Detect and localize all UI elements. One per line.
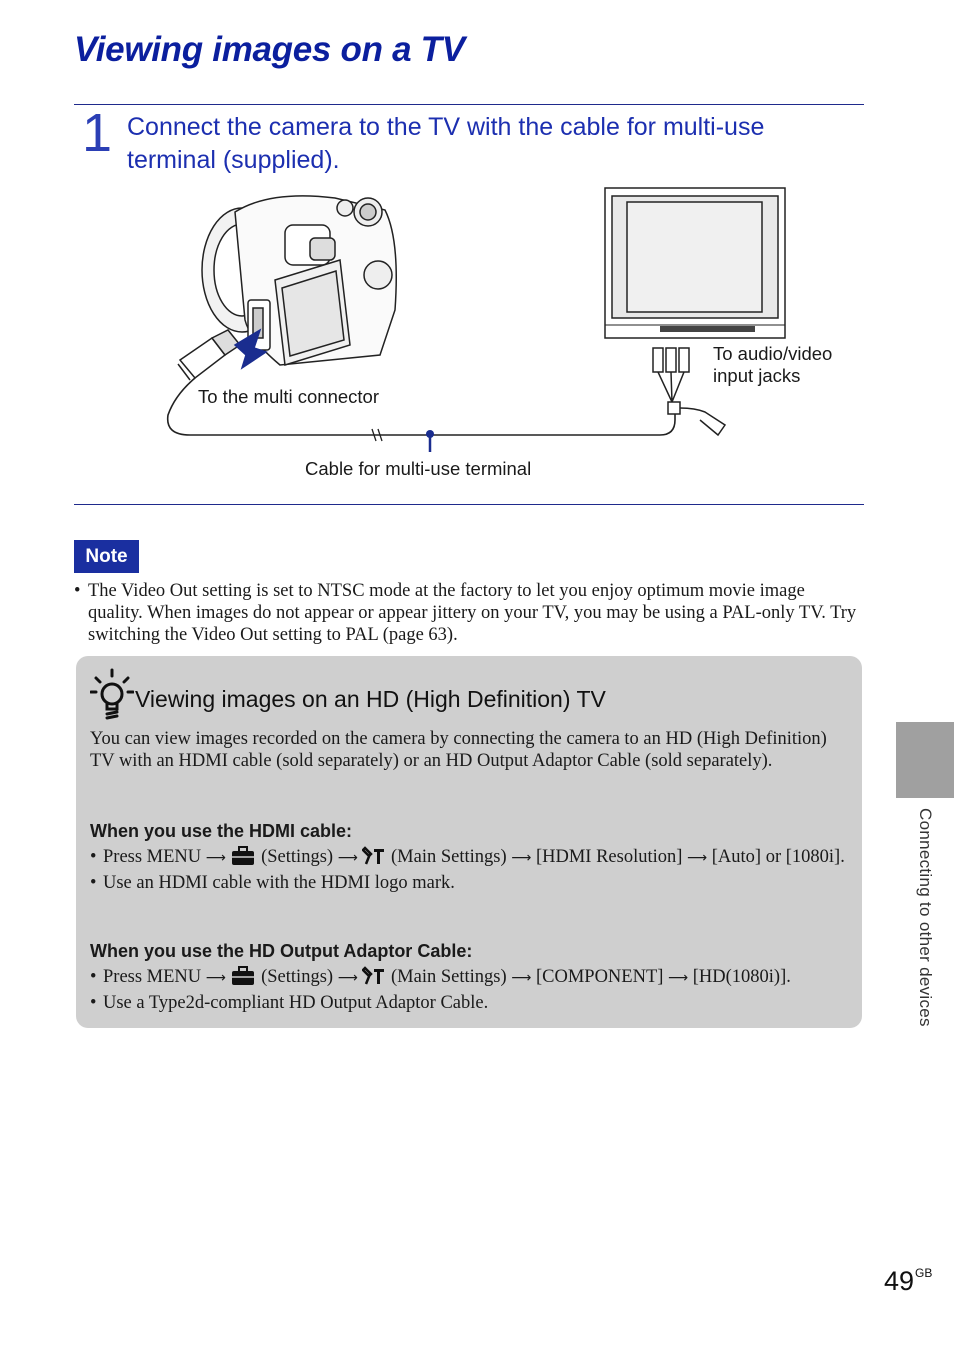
adaptor-cable-note: Use a Type2d-compliant HD Output Adaptor… — [90, 992, 850, 1015]
note-badge: Note — [74, 540, 139, 573]
arrow-icon: ⟶ — [687, 850, 708, 866]
label-av-jacks-line1: To audio/video — [713, 343, 833, 364]
adaptor-list: Press MENU ⟶ (Settings) ⟶ (Main Settings… — [90, 966, 850, 1016]
arrow-icon: ⟶ — [337, 970, 358, 986]
connection-diagram: To the multi connector To audio/video in… — [150, 180, 870, 490]
hdmi-heading: When you use the HDMI cable: — [90, 821, 353, 841]
av-plugs — [652, 347, 727, 437]
bottom-divider — [74, 504, 864, 505]
camera-tv-illustration — [166, 187, 786, 452]
label-av-jacks-line2: input jacks — [713, 365, 801, 386]
note-list: The Video Out setting is set to NTSC mod… — [74, 580, 859, 646]
step-number: 1 — [82, 103, 113, 163]
arrow-icon: ⟶ — [337, 850, 358, 866]
arrow-icon: ⟶ — [205, 850, 226, 866]
page-title: Viewing images on a TV — [74, 30, 465, 69]
arrow-icon: ⟶ — [511, 970, 532, 986]
hdmi-cable-note: Use an HDMI cable with the HDMI logo mar… — [90, 872, 850, 895]
adaptor-heading: When you use the HD Output Adaptor Cable… — [90, 941, 473, 961]
hint-box: Viewing images on an HD (High Definition… — [76, 656, 862, 1028]
camera-illustration — [201, 195, 397, 366]
hdmi-list: Press MENU ⟶ (Settings) ⟶ (Main Settings… — [90, 846, 850, 896]
hint-body: You can view images recorded on the came… — [90, 729, 827, 771]
settings-toolbox-icon — [232, 966, 255, 985]
tv-illustration — [604, 187, 786, 339]
note-item: The Video Out setting is set to NTSC mod… — [74, 580, 859, 646]
arrow-icon: ⟶ — [668, 970, 689, 986]
label-cable: Cable for multi-use terminal — [305, 458, 532, 479]
hdmi-step: Press MENU ⟶ (Settings) ⟶ (Main Settings… — [90, 846, 850, 870]
lightbulb-hint-icon — [90, 668, 134, 720]
adaptor-step: Press MENU ⟶ (Settings) ⟶ (Main Settings… — [90, 966, 850, 990]
multi-connector-plug — [177, 328, 268, 381]
arrow-icon: ⟶ — [205, 970, 226, 986]
page-suffix: GB — [915, 1266, 933, 1280]
top-divider — [74, 104, 864, 105]
arrow-icon: ⟶ — [511, 850, 532, 866]
side-section-label: Connecting to other devices — [916, 808, 935, 1027]
step-instruction: Connect the camera to the TV with the ca… — [127, 113, 765, 174]
page-number: 49GB — [884, 1266, 933, 1296]
side-section-tab — [896, 722, 954, 798]
main-settings-tools-icon — [362, 966, 385, 985]
cable-line — [166, 377, 676, 436]
hint-title: Viewing images on an HD (High Definition… — [135, 686, 606, 712]
label-multi-connector: To the multi connector — [198, 386, 379, 407]
main-settings-tools-icon — [362, 846, 385, 865]
settings-toolbox-icon — [232, 846, 255, 865]
